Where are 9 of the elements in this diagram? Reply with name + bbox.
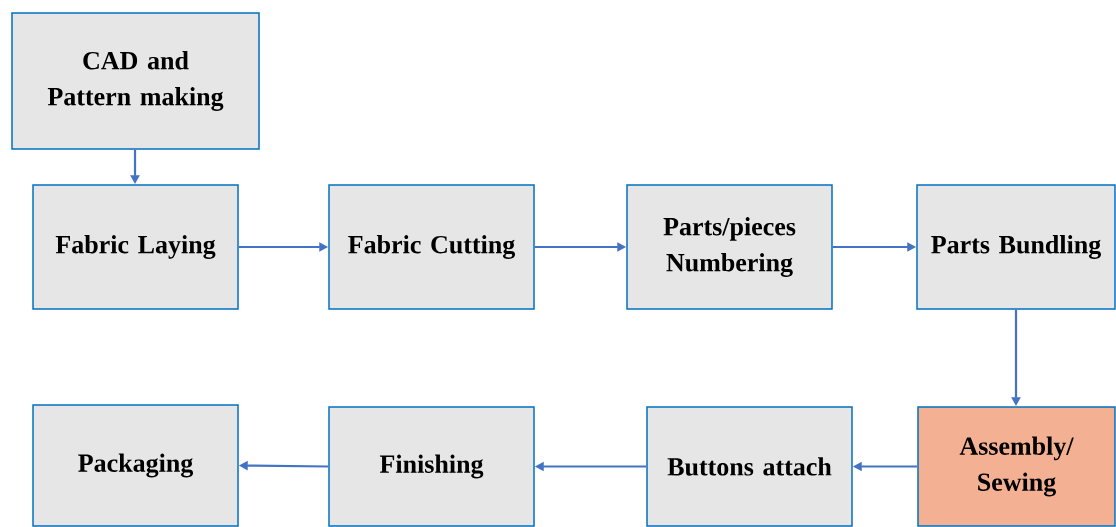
process-box: Finishing (328, 406, 535, 527)
process-box: Parts/pieces Numbering (626, 184, 833, 310)
process-box: Packaging (32, 404, 239, 527)
process-box: Buttons attach (646, 406, 853, 527)
process-box: Fabric Laying (32, 184, 239, 310)
process-box: CAD and Pattern making (11, 12, 260, 150)
process-box: Assembly/ Sewing (917, 406, 1116, 527)
process-box: Fabric Cutting (328, 184, 535, 310)
process-box: Parts Bundling (916, 184, 1116, 310)
